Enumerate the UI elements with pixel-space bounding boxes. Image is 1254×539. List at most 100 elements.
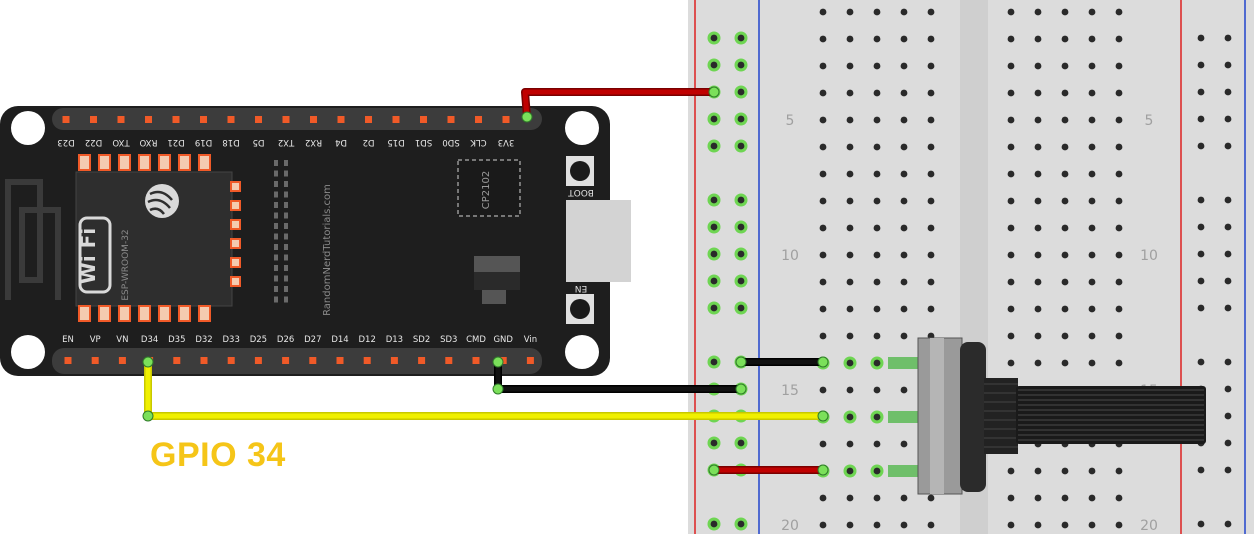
breadboard-hole [1034,197,1042,205]
breadboard-hole [1061,35,1069,43]
module-pad-bottom [178,305,191,322]
top-header-strip [52,108,542,130]
usb-connector [566,200,631,282]
antenna-trace [5,179,61,300]
smd-pad [274,170,278,177]
header-pin-top [62,116,70,123]
pin-label-top: D19 [195,137,212,147]
breadboard-hole [927,521,935,529]
smd-pad [284,223,288,229]
breadboard-hole [1224,88,1232,96]
breadboard-hole [1034,494,1042,502]
pin-label-bottom: VN [116,335,128,345]
breadboard-hole [710,196,718,204]
module-pad-side [230,219,241,230]
breadboard-hole [873,143,881,151]
wifi-badge [78,216,112,294]
breadboard-hole [1034,467,1042,475]
header-pin-bottom [91,357,99,364]
breadboard-hole [1007,278,1015,286]
module-pad-bottom [118,305,131,322]
header-pin-bottom [418,357,426,364]
pin-label-bottom: VP [90,335,101,345]
breadboard-hole [873,89,881,97]
header-pin-bottom [336,357,344,364]
breadboard-hole [710,142,718,150]
module-pad-bottom [98,305,111,322]
header-pin-bottom [227,357,235,364]
breadboard-hole [819,494,827,502]
voltage-regulator-lead [482,290,506,304]
breadboard-hole [846,35,854,43]
breadboard-hole [900,143,908,151]
breadboard-hole [737,304,745,312]
breadboard-hole [737,61,745,69]
breadboard-hole [1224,250,1232,258]
module-pad-bottom [138,305,151,322]
module-pad-bottom [198,305,211,322]
breadboard-hole [1115,170,1123,178]
breadboard-hole [1224,223,1232,231]
breadboard-hole [873,332,881,340]
breadboard-hole [1034,35,1042,43]
breadboard-hole [1115,521,1123,529]
breadboard-hole [1224,34,1232,42]
wire-3v3 [522,89,717,120]
wire-pot-gnd-end-rail [735,356,747,368]
breadboard-hole [1224,304,1232,312]
pin-label-bottom: GND [493,335,513,345]
header-pin-top [90,116,97,123]
header-pin-bottom [173,357,181,364]
smd-pad [274,296,278,303]
module-pad-top [178,154,191,171]
pin-label-top: D22 [85,137,102,147]
boot-button [570,161,590,181]
breadboard-hole [927,494,935,502]
potentiometer [888,337,1206,495]
pin-label-top: RX2 [305,137,322,147]
breadboard-hole [1007,170,1015,178]
pin-label-top: TX2 [278,137,295,147]
smd-pad [274,254,278,261]
breadboard-hole [1007,62,1015,70]
pin-label-bottom: D27 [304,335,321,345]
breadboard-hole [1034,89,1042,97]
row-number-right: 20 [1140,518,1158,534]
breadboard-hole [1007,467,1015,475]
breadboard-hole [846,278,854,286]
module-pad-top [158,154,171,171]
breadboard-hole [1197,358,1205,366]
wire-gpio34-bend [142,410,154,422]
breadboard-hole [1197,250,1205,258]
breadboard-hole [846,116,854,124]
breadboard-hole [1115,8,1123,16]
header-pin-top [282,116,290,123]
breadboard-hole [900,494,908,502]
breadboard-hole [1088,8,1096,16]
pin-label-bottom: D32 [195,335,212,345]
breadboard-hole [819,62,827,70]
breadboard-hole [900,224,908,232]
wires [142,86,829,476]
module-pad-side [230,238,241,249]
breadboard-hole [1007,197,1015,205]
breadboard-hole [1224,277,1232,285]
usb-uart-chip-label: CP2102 [481,171,492,209]
breadboard-hole [873,359,881,367]
header-pin-top [392,116,400,123]
breadboard-hole [846,89,854,97]
pin-label-top: RXO [139,137,157,147]
breadboard-hole [927,305,935,313]
breadboard-hole [1034,278,1042,286]
breadboard-hole [1224,520,1232,528]
breadboard-hole [1061,467,1069,475]
breadboard-hole [1197,61,1205,69]
breadboard-hole [710,223,718,231]
potentiometer-collar [960,342,986,492]
breadboard-hole [1061,521,1069,529]
bottom-header-strip [52,348,542,374]
breadboard-hole [819,89,827,97]
gpio-34-label: GPIO 34 [150,436,286,474]
